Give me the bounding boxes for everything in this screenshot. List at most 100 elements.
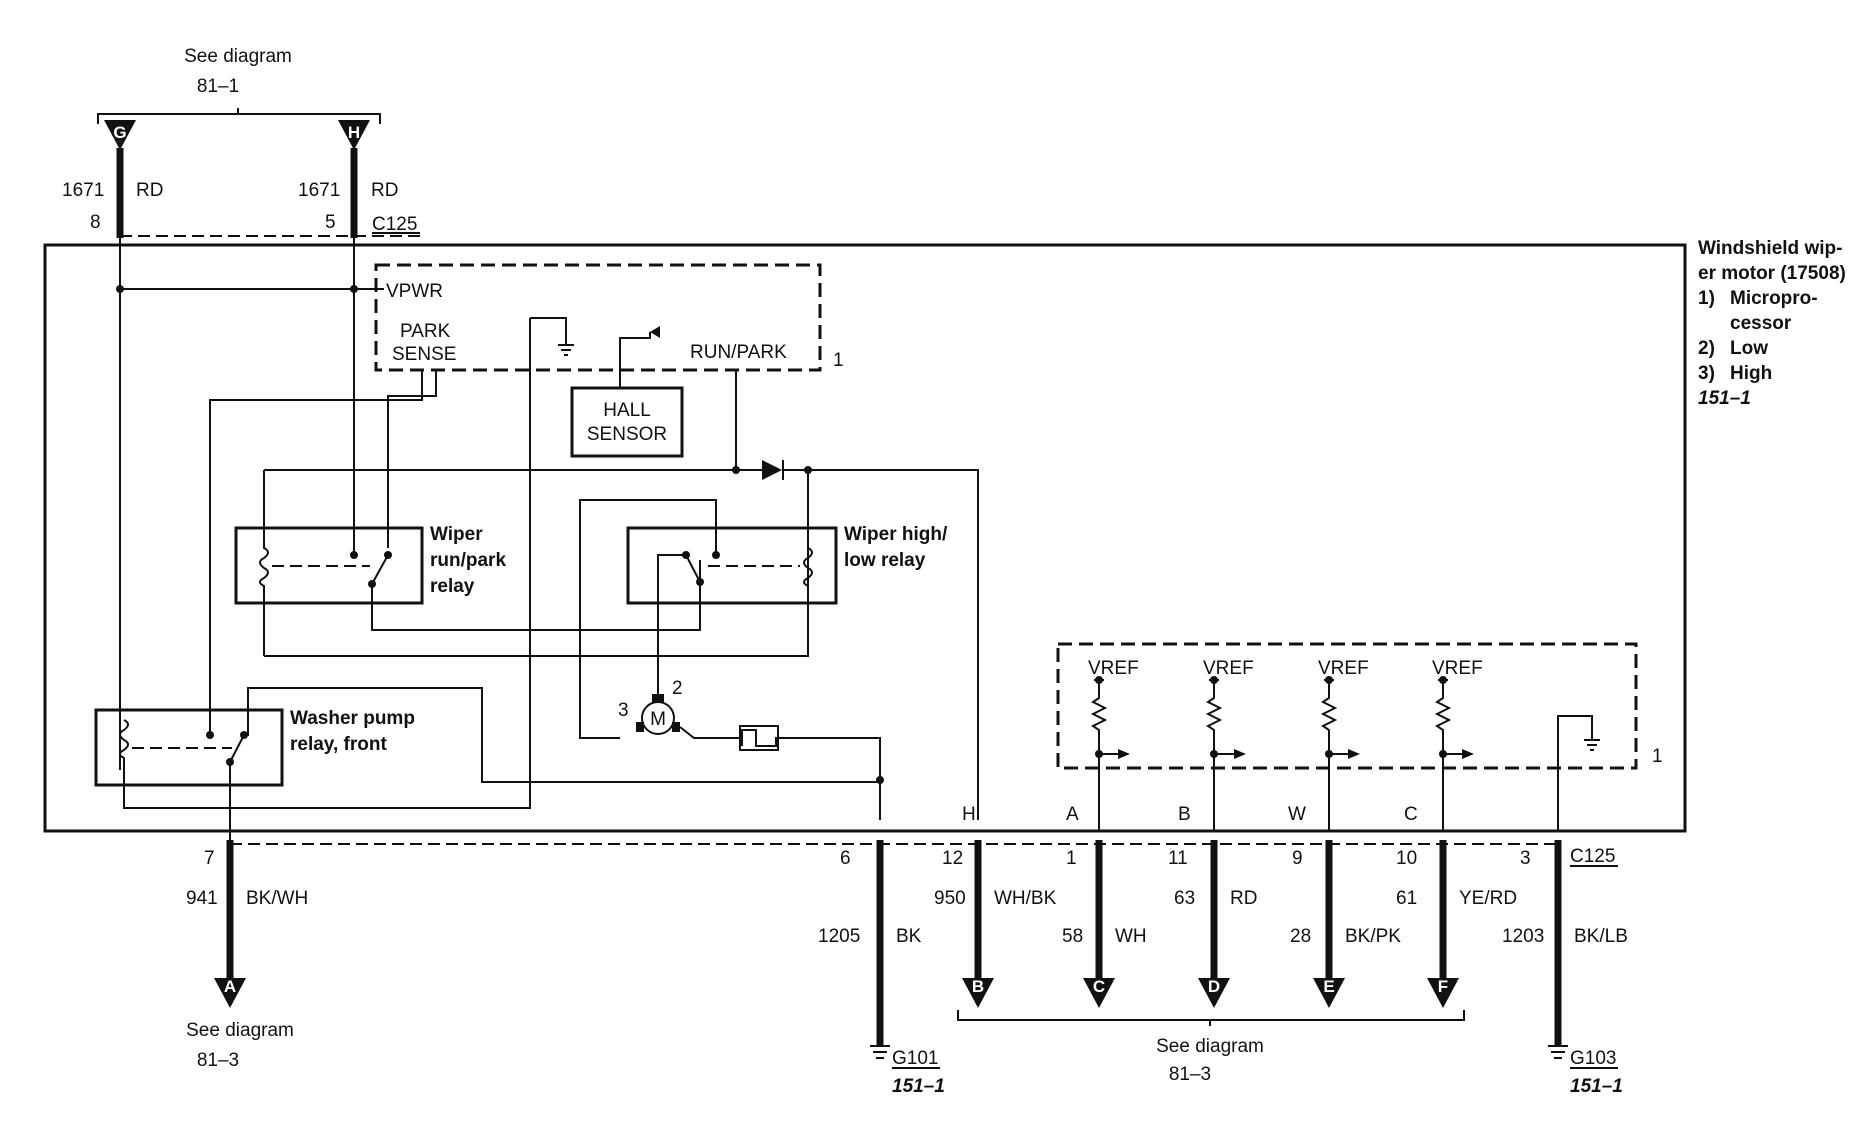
vref-label-a: VREF <box>1088 658 1139 679</box>
vref-channel-c: VREF <box>1432 658 1483 832</box>
diode-line <box>264 469 979 820</box>
connector-h-shape <box>338 120 370 150</box>
high-low-high-wire <box>579 499 717 739</box>
connector-e-shape <box>1313 978 1345 1008</box>
motor-common-wire <box>679 726 743 746</box>
top-connector-c125: C125 <box>372 214 417 235</box>
wire-58-color: WH <box>1115 926 1147 947</box>
connector-d-shape <box>1198 978 1230 1008</box>
connector-b-label: B <box>972 977 984 996</box>
wire-1203-color: BK/LB <box>1574 926 1628 947</box>
micro-callout: 1 <box>833 350 844 371</box>
pin-letter-a: A <box>1066 804 1079 825</box>
run-park-coil <box>259 470 269 656</box>
bottom-left-see-diagram: See diagram <box>186 1020 294 1041</box>
connector-b-shape <box>962 978 994 1008</box>
wire-g-color: RD <box>136 180 163 201</box>
wire-h-number: 1671 <box>298 180 340 201</box>
wire-950-color: WH/BK <box>994 888 1057 909</box>
pin-8: 8 <box>90 212 101 233</box>
high-low-low-wire <box>657 554 686 700</box>
bottom-pin-12: 12 <box>942 848 963 869</box>
interface-ground-icon <box>1584 739 1600 751</box>
motor-brush-3 <box>636 722 644 732</box>
connector-f-shape <box>1427 978 1459 1008</box>
hall-sensor-wire <box>619 332 651 388</box>
top-see-diagram: See diagram <box>184 46 292 67</box>
bottom-pin-7: 7 <box>204 848 215 869</box>
vref-arrow-w-icon <box>1348 749 1360 759</box>
circuit-breaker-box <box>739 725 779 751</box>
wire-941-color: BK/WH <box>246 888 308 909</box>
legend-item2: Low <box>1730 338 1768 359</box>
pin-letter-w: W <box>1288 804 1306 825</box>
high-low-relay-2: low relay <box>844 550 926 571</box>
bottom-pin-1: 1 <box>1066 848 1077 869</box>
run-park-label: RUN/PARK <box>690 342 787 363</box>
high-low-relay-box <box>626 526 838 605</box>
bottom-pin-9: 9 <box>1292 848 1303 869</box>
ground-g101-label: G101 <box>892 1048 938 1069</box>
connector-c-shape <box>1083 978 1115 1008</box>
pin-letter-c: C <box>1404 804 1418 825</box>
sensor-interface-box <box>1056 642 1638 770</box>
wire-g-number: 1671 <box>62 180 104 201</box>
wire-1205-number: 1205 <box>818 926 860 947</box>
top-diagram-ref: 81–1 <box>197 76 239 97</box>
circuit-breaker-icon <box>741 729 881 820</box>
wiper-motor-box <box>43 243 1687 833</box>
washer-switch <box>229 734 245 840</box>
run-park-relay-1: Wiper <box>430 524 483 545</box>
park-sense-wire <box>209 370 423 735</box>
component-name-1: Windshield wip- <box>1698 238 1842 259</box>
bottom-bracket <box>957 1010 1465 1026</box>
ground-g103-label: G103 <box>1570 1048 1616 1069</box>
connector-a-label: A <box>224 977 236 996</box>
high-low-relay-1: Wiper high/ <box>844 524 948 545</box>
run-park-coil-return <box>264 470 809 657</box>
component-name-2: er motor (17508) <box>1698 263 1846 284</box>
connector-e-label: E <box>1323 977 1334 996</box>
vpwr-label: VPWR <box>386 281 443 302</box>
washer-feed-wire <box>244 687 880 783</box>
connector-h-label: H <box>348 123 360 142</box>
micro-ground-wire <box>529 317 567 797</box>
wire-28-color: BK/PK <box>1345 926 1401 947</box>
motor-pin-2: 2 <box>672 678 683 699</box>
wire-950-number: 950 <box>934 888 966 909</box>
bottom-connector-c125: C125 <box>1570 846 1615 867</box>
ground-g103-icon <box>1548 1045 1568 1059</box>
legend-item3-num: 3) <box>1698 363 1715 384</box>
hall-sensor-1: HALL <box>603 400 651 421</box>
wire-941-number: 941 <box>186 888 218 909</box>
vref-channel-w: VREF <box>1318 658 1369 832</box>
run-park-relay-3: relay <box>430 576 475 597</box>
interface-ground-wire <box>1557 715 1593 832</box>
run-park-contact-nc <box>350 551 358 559</box>
washer-relay-2: relay, front <box>290 734 387 755</box>
motor-brush-2 <box>652 694 664 702</box>
motor-pin-3: 3 <box>618 700 629 721</box>
vref-label-w: VREF <box>1318 658 1369 679</box>
bottom-mid-see-diagram: See diagram <box>1156 1036 1264 1057</box>
pin-letter-h: H <box>962 804 976 825</box>
motor-brush-common <box>672 722 680 732</box>
legend-item2-num: 2) <box>1698 338 1715 359</box>
connector-g-shape <box>104 120 136 150</box>
top-bracket <box>97 108 381 124</box>
bottom-pin-3: 3 <box>1520 848 1531 869</box>
vref-callout: 1 <box>1652 746 1663 767</box>
relay-rp-pole-feed <box>387 370 437 548</box>
ground-g101-ref: 151–1 <box>892 1076 945 1097</box>
splice-h-vpwr <box>350 285 358 293</box>
vref-arrow-b-icon <box>1234 749 1246 759</box>
ground-g103-ref: 151–1 <box>1570 1076 1623 1097</box>
splice-runpark <box>732 466 740 474</box>
wire-58-number: 58 <box>1062 926 1083 947</box>
legend-item1-a: Micropro- <box>1730 288 1818 309</box>
legend-item1-num: 1) <box>1698 288 1715 309</box>
run-park-switch <box>371 554 701 631</box>
wire-1205-color: BK <box>896 926 922 947</box>
component-ref: 151–1 <box>1698 388 1751 409</box>
wire-63-number: 63 <box>1174 888 1195 909</box>
